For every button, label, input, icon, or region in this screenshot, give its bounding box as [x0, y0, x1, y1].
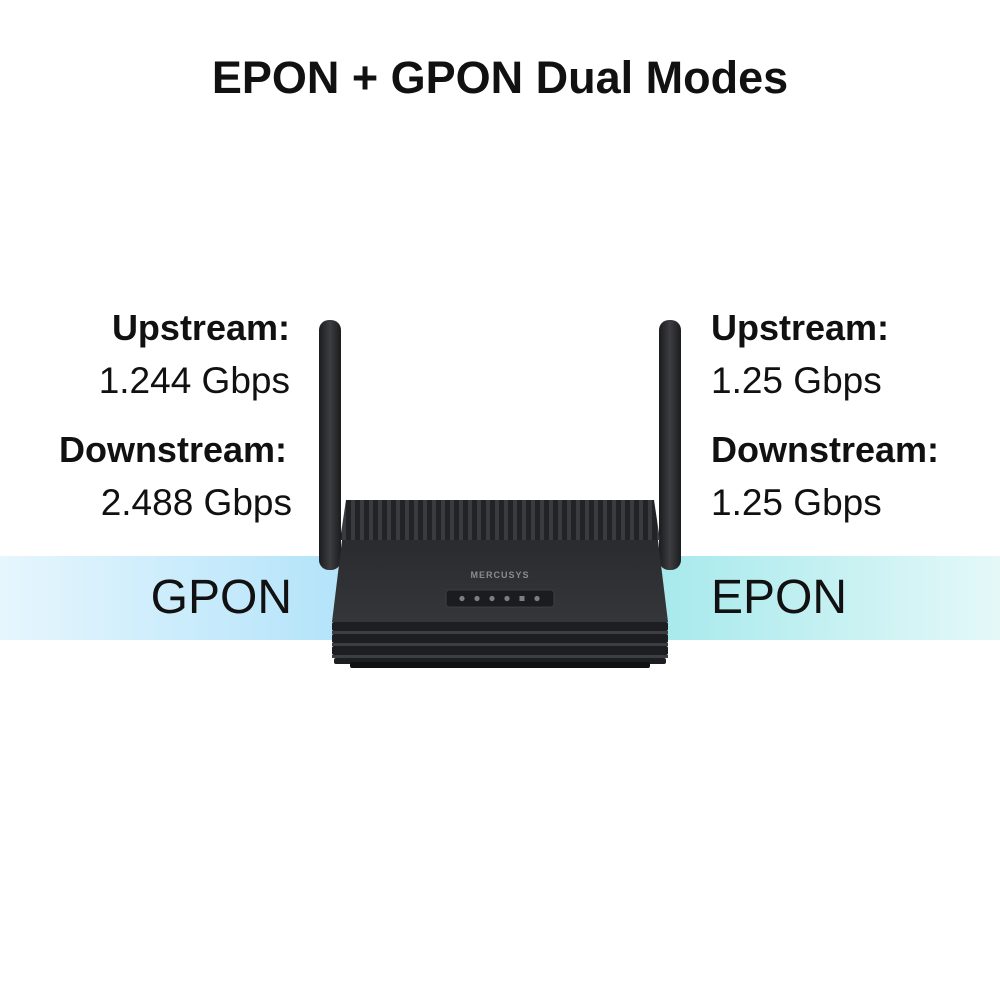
epon-downstream-value: 1.25 Gbps — [711, 482, 882, 523]
gpon-upstream-label: Upstream: — [111, 307, 290, 348]
epon-band — [655, 556, 1000, 640]
led-panel — [445, 589, 555, 608]
page-title: EPON + GPON Dual Modes — [211, 52, 789, 103]
router-base — [350, 662, 650, 668]
left-antenna — [319, 320, 341, 570]
epon-label: EPON — [711, 571, 848, 624]
status-led-icons — [459, 595, 540, 602]
gpon-downstream-label: Downstream: — [58, 429, 287, 470]
right-antenna — [659, 320, 681, 570]
router-illustration: MERCUSYS — [319, 320, 681, 668]
heatsink-fins — [340, 500, 660, 540]
router-top-face — [332, 540, 668, 622]
gpon-band — [0, 556, 345, 640]
epon-upstream-label: Upstream: — [711, 307, 890, 348]
epon-upstream-value: 1.25 Gbps — [711, 360, 882, 401]
router-brand: MERCUSYS — [470, 570, 529, 580]
epon-downstream-label: Downstream: — [711, 429, 940, 470]
gpon-upstream-value: 1.244 Gbps — [98, 360, 290, 401]
gpon-label: GPON — [150, 571, 292, 624]
gpon-downstream-value: 2.488 Gbps — [100, 482, 292, 523]
